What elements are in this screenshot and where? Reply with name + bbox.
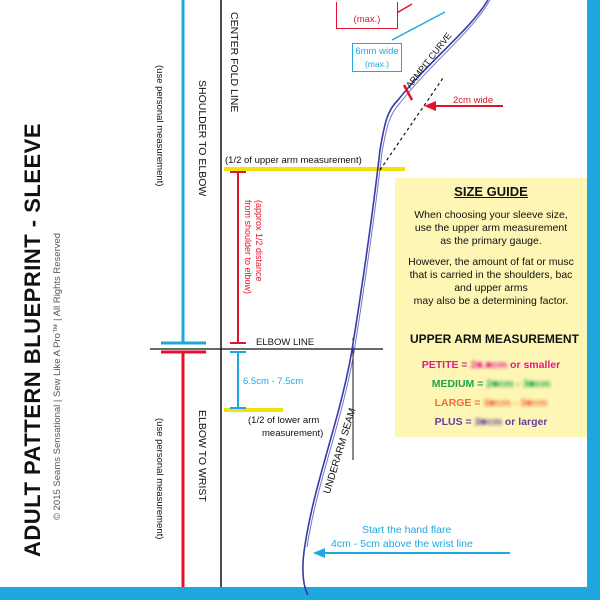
size-guide-p2-2: that is carried in the shoulders, bac [409, 269, 573, 281]
six-mm-wide-box: 6mm wide (max.) [352, 43, 402, 72]
size-large-label: LARGE = [434, 397, 484, 409]
hand-flare-line2: 4cm - 5cm above the wrist line [331, 538, 473, 550]
size-guide-p1-1: When choosing your sleeve size, [414, 209, 568, 221]
size-medium-value: 2■cm - 3■cm [486, 378, 551, 390]
size-guide-p2-1: However, the amount of fat or musc [408, 256, 574, 268]
page-title: ADULT PATTERN BLUEPRINT - SLEEVE [20, 123, 45, 557]
use-personal-measurement-top: (use personal measurement) [154, 65, 165, 187]
lower-arm-half-line1: (1/2 of lower arm [248, 415, 320, 426]
six-mm-wide-text: 6mm wide [355, 46, 399, 57]
elbow-to-wrist-label: ELBOW TO WRIST [196, 410, 208, 502]
two-cm-wide-label: 2cm wide [453, 95, 494, 106]
center-fold-line-label: CENTER FOLD LINE [228, 12, 240, 113]
size-medium-label: MEDIUM = [431, 378, 487, 390]
size-guide-p1-2: use the upper arm measurement [414, 222, 568, 234]
lower-arm-half-line2: measurement) [262, 428, 324, 439]
size-petite-label: PETITE = [421, 359, 471, 371]
size-plus-suffix: or larger [501, 416, 548, 428]
shoulder-to-elbow-label: SHOULDER TO ELBOW [196, 80, 208, 197]
size-plus: PLUS = 3■cm or larger [395, 416, 587, 429]
underarm-seam [302, 0, 489, 596]
size-petite-suffix: or smaller [507, 359, 561, 371]
approx-half-line1: (approx 1/2 distance [254, 200, 264, 282]
use-personal-measurement-bottom: (use personal measurement) [154, 418, 165, 540]
upper-arm-half-label: (1/2 of upper arm measurement) [225, 155, 362, 166]
size-medium: MEDIUM = 2■cm - 3■cm [395, 378, 587, 391]
size-petite: PETITE = 2■.■cm or smaller [395, 359, 587, 372]
max-red-text: (max.) [353, 14, 381, 25]
size-guide-p2-3: and upper arms [454, 282, 528, 294]
max-blue-text: (max.) [364, 59, 390, 69]
range-label: 6.5cm - 7.5cm [243, 376, 304, 387]
max-red-box: (max.) [336, 2, 398, 29]
hand-flare-line1: Start the hand flare [362, 524, 452, 536]
size-guide-box: SIZE GUIDE When choosing your sleeve siz… [395, 178, 587, 437]
size-petite-value: 2■.■cm [470, 359, 508, 371]
size-plus-value: 3■cm [474, 416, 502, 428]
size-large: LARGE = 3■cm - 3■cm [395, 397, 587, 410]
copyright-text: © 2015 Seams Sensational | Sew Like A Pr… [52, 232, 63, 520]
approx-half-line2: from shoulder to elbow) [243, 200, 253, 295]
size-large-value: 3■cm - 3■cm [483, 397, 548, 409]
elbow-line-label: ELBOW LINE [256, 337, 315, 348]
size-guide-p1-3: as the primary gauge. [440, 235, 542, 247]
size-plus-label: PLUS = [434, 416, 475, 428]
size-guide-p2-4: may also be a determining factor. [413, 295, 569, 307]
upper-arm-measurement-heading: UPPER ARM MEASUREMENT [410, 332, 579, 346]
size-guide-heading: SIZE GUIDE [454, 184, 528, 199]
